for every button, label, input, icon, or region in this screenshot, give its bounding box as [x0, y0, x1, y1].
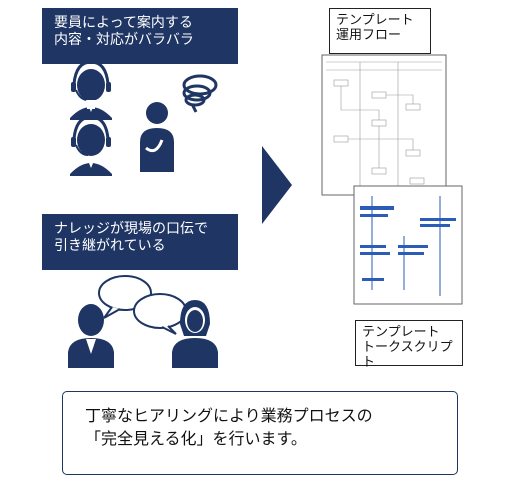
- label-line: 運用フロー: [336, 28, 402, 43]
- speech-bubbles-icon: [98, 275, 187, 335]
- document-icon: [321, 54, 447, 196]
- document-icon: [353, 185, 463, 305]
- operator-icon: [70, 115, 112, 176]
- label-line: テンプレート: [362, 325, 440, 340]
- summary-line: 「完全見える化」を行います。: [85, 429, 307, 448]
- confused-person-icon: [140, 102, 174, 172]
- person-icon: [68, 304, 114, 368]
- summary-box: 丁寧なヒアリングにより業務プロセスの 「完全見える化」を行います。: [62, 391, 458, 475]
- issue-line: 引き継がれている: [54, 238, 166, 254]
- template-script-label: テンプレート トークスクリプト: [355, 320, 463, 370]
- issue-line: 内容・対応がバラバラ: [54, 32, 194, 48]
- issue-guidance-varies: 要員によって案内する 内容・対応がバラバラ: [42, 8, 238, 64]
- template-flow-label: テンプレート 運用フロー: [329, 8, 431, 54]
- label-line: トークスクリプト: [362, 340, 453, 370]
- issue-line: ナレッジが現場の口伝で: [54, 221, 208, 237]
- issue-line: 要員によって案内する: [54, 15, 193, 31]
- tangled-thought-icon: [182, 74, 218, 113]
- operator-icon: [70, 60, 112, 120]
- person-icon: [172, 300, 218, 368]
- label-line: テンプレート: [336, 13, 414, 28]
- arrow-right-icon: [262, 146, 292, 224]
- summary-line: 丁寧なヒアリングにより業務プロセスの: [85, 406, 373, 425]
- issue-knowledge-oral: ナレッジが現場の口伝で 引き継がれている: [42, 214, 238, 270]
